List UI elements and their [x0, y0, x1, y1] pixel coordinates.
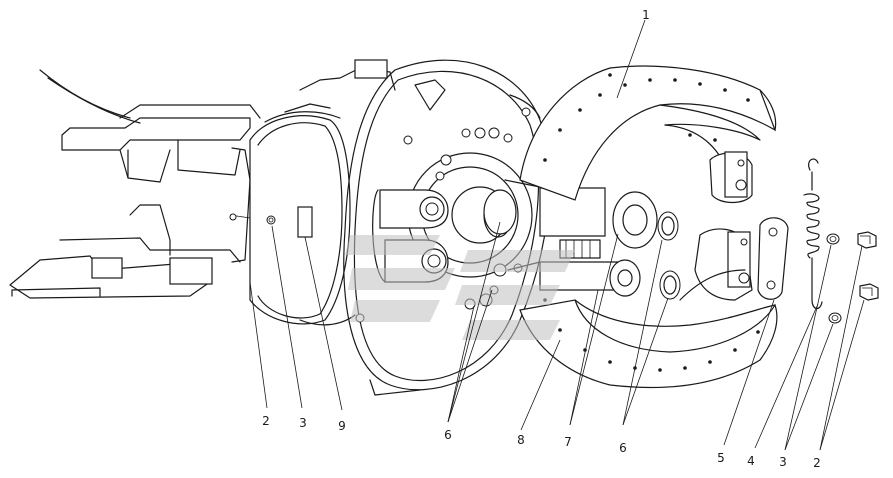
brake-shoe-upper — [519, 65, 777, 204]
axle-housing — [9, 69, 261, 299]
callout-6-left: 6 — [444, 428, 452, 442]
washers — [657, 211, 681, 300]
callout-7: 7 — [564, 435, 572, 449]
link-plate — [757, 217, 789, 300]
flange-rings — [229, 103, 356, 326]
brake-shoe-lower — [519, 228, 778, 389]
callout-1: 1 — [642, 8, 650, 22]
callout-2-left: 2 — [262, 414, 270, 428]
callout-5: 5 — [717, 451, 725, 465]
callout-labels: 1 2 3 9 6 8 7 6 5 4 3 2 — [262, 8, 821, 470]
leader-lines — [249, 19, 865, 451]
fasteners-right — [826, 231, 879, 324]
expander-cam-shafts — [483, 179, 658, 297]
callout-3-left: 3 — [299, 416, 307, 430]
callout-9: 9 — [338, 419, 346, 433]
callout-2-right: 2 — [813, 456, 821, 470]
callout-6-right: 6 — [619, 441, 627, 455]
return-spring — [803, 158, 823, 310]
callout-8: 8 — [517, 433, 525, 447]
watermark-logo — [345, 235, 575, 340]
callout-4: 4 — [747, 454, 755, 468]
callout-3-right: 3 — [779, 455, 787, 469]
